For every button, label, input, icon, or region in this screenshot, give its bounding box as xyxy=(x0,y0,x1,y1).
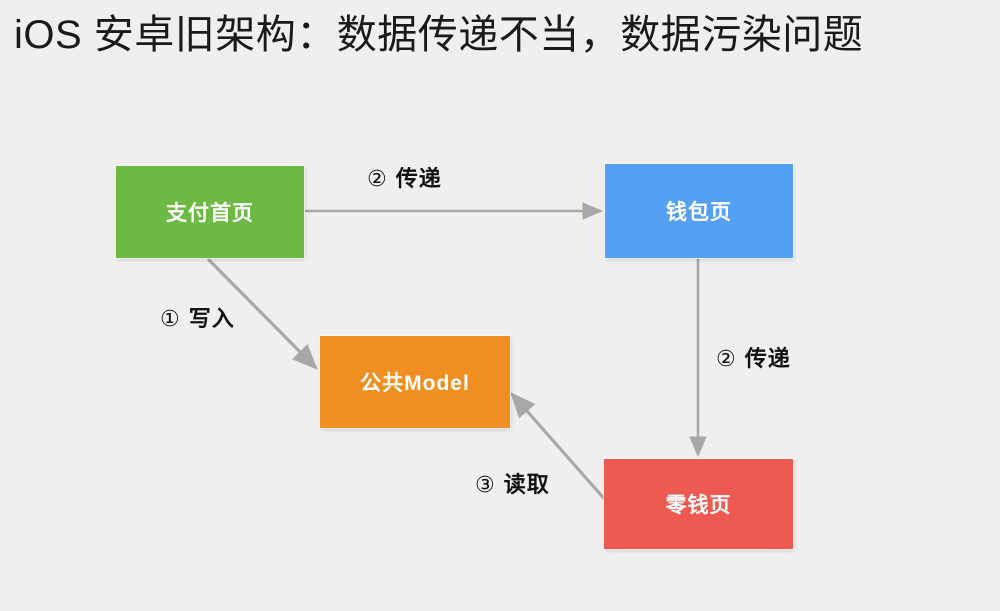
node-pay-home-label: 支付首页 xyxy=(166,202,254,225)
edge-label-pass-right: ② 传递 xyxy=(716,341,791,373)
node-shared-model-label: 公共Model xyxy=(360,372,470,395)
node-wallet-label: 钱包页 xyxy=(666,201,732,224)
node-pay-home[interactable]: 支付首页 xyxy=(116,166,304,258)
node-shared-model[interactable]: 公共Model xyxy=(320,336,510,428)
page-title: iOS 安卓旧架构：数据传递不当，数据污染问题 xyxy=(14,13,864,57)
edge-text-write: 写入 xyxy=(188,306,235,331)
edge-step-write: ① xyxy=(160,306,181,331)
node-wallet[interactable]: 钱包页 xyxy=(605,164,793,258)
edge-label-pass-top: ② 传递 xyxy=(367,161,442,193)
node-change-label: 零钱页 xyxy=(665,494,732,517)
edge-text-read: 读取 xyxy=(503,472,550,497)
edge-step-read: ③ xyxy=(475,472,496,497)
edge-text-pass-top: 传递 xyxy=(395,166,442,191)
edge-text-pass-right: 传递 xyxy=(744,346,791,371)
edge-step-pass-right: ② xyxy=(716,346,737,371)
edge-label-write: ① 写入 xyxy=(160,301,235,333)
edge-step-pass-top: ② xyxy=(367,166,388,191)
edge-label-read: ③ 读取 xyxy=(475,467,550,499)
node-change[interactable]: 零钱页 xyxy=(604,459,793,549)
